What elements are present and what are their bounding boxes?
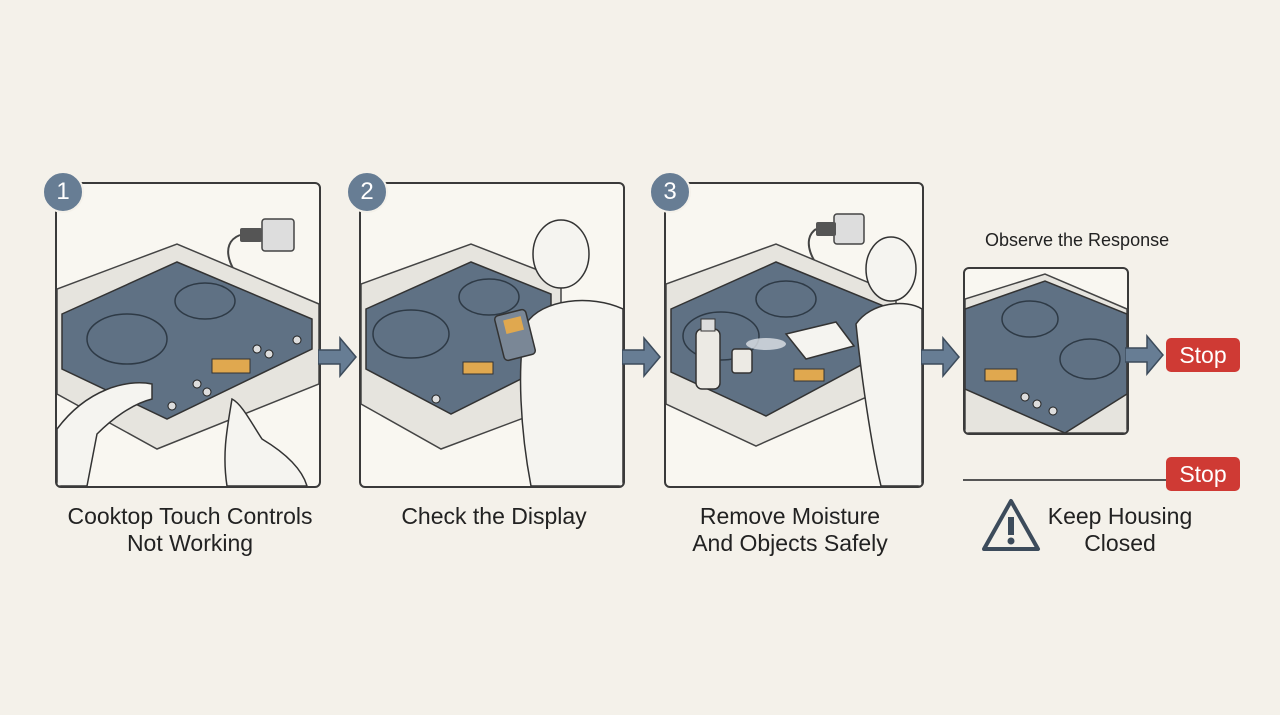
- person-icon: [519, 219, 623, 486]
- cloth-icon: [784, 321, 856, 360]
- step-2-badge: 2: [346, 171, 388, 213]
- warning-icon: [982, 499, 1040, 551]
- step-2-caption: Check the Display: [401, 503, 587, 529]
- step-1-caption: Cooktop Touch Controls Not Working: [67, 503, 313, 556]
- step-1-panel: [55, 182, 321, 488]
- step-2-panel: [359, 182, 625, 488]
- bottle-icon: [695, 318, 721, 390]
- stop-badge-bottom: Stop: [1166, 457, 1240, 491]
- cup-icon: [731, 348, 753, 374]
- remove-moisture-illustration: [666, 213, 922, 486]
- observe-panel: [963, 267, 1129, 435]
- step-3-panel: [664, 182, 924, 488]
- cooktop-response-illustration: [965, 273, 1127, 433]
- arrow-right-icon: [318, 336, 357, 378]
- check-display-illustration: [361, 219, 623, 486]
- cooktop-hands-illustration: [57, 218, 319, 486]
- stop-badge-top: Stop: [1166, 338, 1240, 372]
- step-1-badge: 1: [42, 171, 84, 213]
- arrow-right-icon: [1125, 334, 1164, 376]
- arrow-right-icon: [622, 336, 661, 378]
- arrow-right-icon: [921, 336, 960, 378]
- step-3-caption: Remove Moisture And Objects Safely: [692, 503, 888, 556]
- cooktop-icon: [361, 243, 562, 450]
- cooktop-icon: [666, 243, 897, 447]
- step-3-badge: 3: [649, 171, 691, 213]
- hand-icon: [57, 382, 308, 486]
- stop-line: [963, 479, 1166, 481]
- phone-icon: [494, 308, 536, 362]
- warning-caption: Keep Housing Closed: [1047, 503, 1193, 556]
- observe-label: Observe the Response: [985, 230, 1170, 250]
- person-icon: [855, 236, 922, 486]
